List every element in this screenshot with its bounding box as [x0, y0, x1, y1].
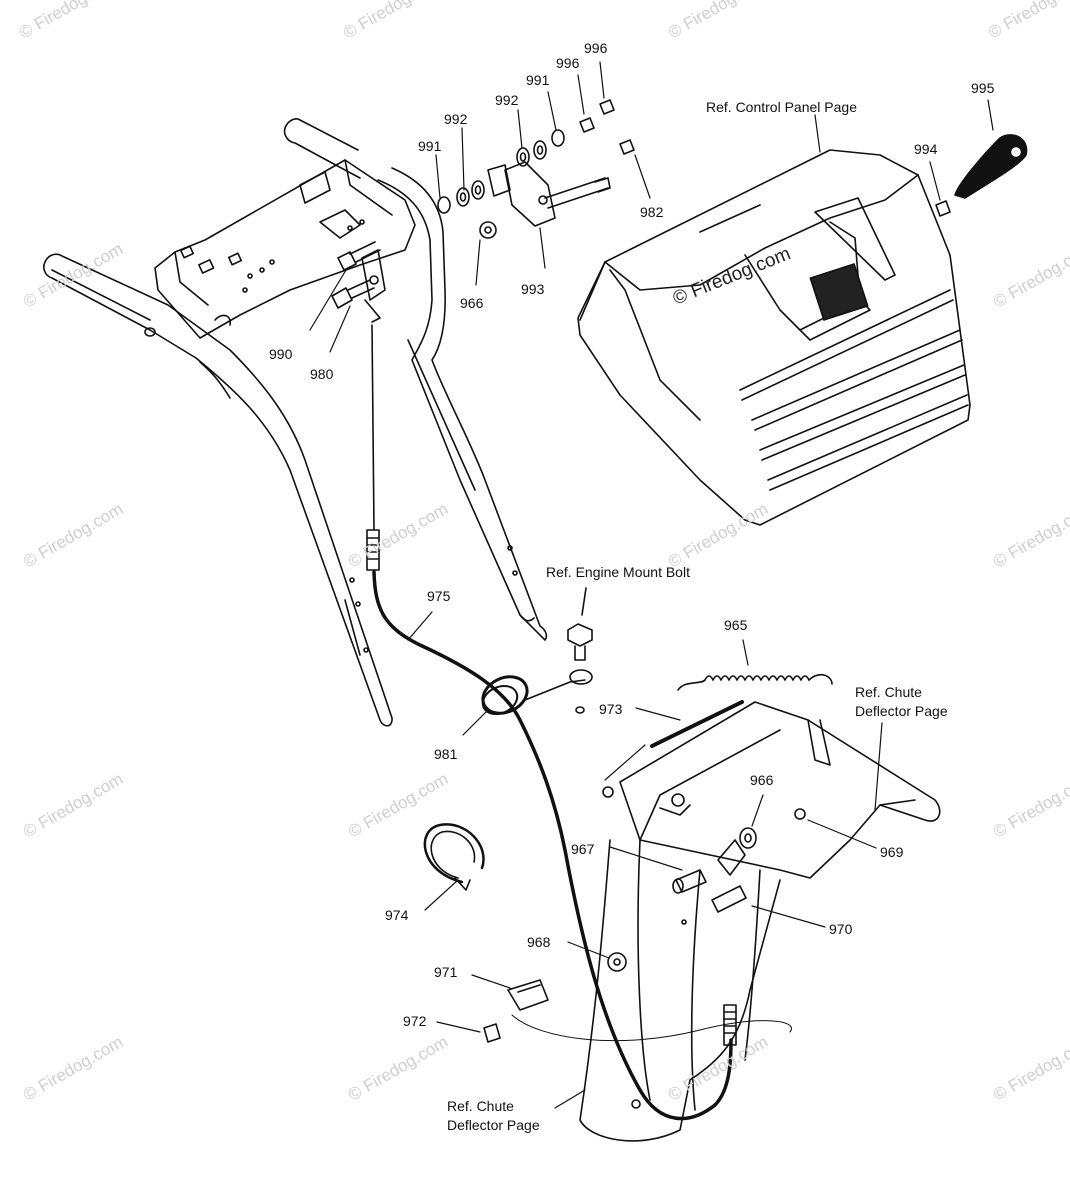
right-handle-tube [283, 118, 548, 641]
rod-973 [650, 700, 744, 748]
nut-972 [483, 1023, 501, 1043]
ref-control-panel-page: Ref. Control Panel Page [706, 99, 857, 115]
callout-996: 996 [556, 55, 580, 71]
left-handle-tube [43, 253, 393, 727]
cable-clip-981 [481, 675, 586, 716]
ref-engine-mount-bolt: Ref. Engine Mount Bolt [546, 564, 690, 580]
callout-975: 975 [427, 588, 451, 604]
callout-972: 972 [403, 1013, 427, 1029]
callout-966: 966 [460, 295, 484, 311]
ref-chute-deflector-bottom-line1: Ref. Chute [447, 1098, 514, 1114]
assembly-line [511, 1014, 793, 1042]
callout-973: 973 [599, 701, 623, 717]
shift-knob-995 [954, 134, 1028, 199]
callout-970: 970 [829, 921, 853, 937]
bolt-lower [711, 885, 747, 913]
ref-chute-deflector-bottom-line2: Deflector Page [447, 1117, 540, 1133]
callout-967: 967 [571, 841, 595, 857]
callout-981: 981 [434, 746, 458, 762]
callout-995: 995 [971, 80, 995, 96]
washer-968 [607, 952, 627, 972]
callout-990: 990 [269, 346, 293, 362]
callout-982: 982 [640, 204, 664, 220]
control-panel-cover [577, 149, 971, 526]
callout-965: 965 [724, 617, 748, 633]
engine-mount-bolt [567, 587, 593, 714]
callout-980: 980 [310, 366, 334, 382]
clip-971 [507, 979, 549, 1011]
chute-tube-970 [579, 839, 781, 1142]
retaining-ring-974 [423, 823, 485, 891]
ref-chute-deflector-top-line2: Deflector Page [855, 703, 948, 719]
control-bracket [154, 159, 416, 339]
callout-996: 996 [584, 40, 608, 56]
ref-chute-deflector-top-line1: Ref. Chute [855, 684, 922, 700]
callout-992: 992 [495, 92, 519, 108]
bolt-990 [337, 241, 381, 271]
washer-966-lower [739, 827, 757, 849]
callout-966: 966 [750, 772, 774, 788]
spring-965 [677, 673, 833, 691]
callout-974: 974 [385, 907, 409, 923]
callout-992: 992 [444, 111, 468, 127]
lever-bracket-993 [487, 161, 556, 227]
callout-968: 968 [527, 934, 551, 950]
pivot-bracket [361, 249, 386, 323]
chute-deflector [602, 701, 941, 879]
washers-stack [437, 99, 635, 239]
nut-994 [935, 200, 951, 217]
callout-971: 971 [434, 964, 458, 980]
cable-975 [366, 324, 737, 1121]
shift-rod [544, 177, 611, 209]
callout-993: 993 [521, 281, 545, 297]
callout-969: 969 [880, 844, 904, 860]
callout-991: 991 [526, 72, 550, 88]
lever-967 [672, 839, 746, 894]
callout-994: 994 [914, 141, 938, 157]
leader-lines [309, 61, 994, 1109]
callout-991: 991 [418, 138, 442, 154]
